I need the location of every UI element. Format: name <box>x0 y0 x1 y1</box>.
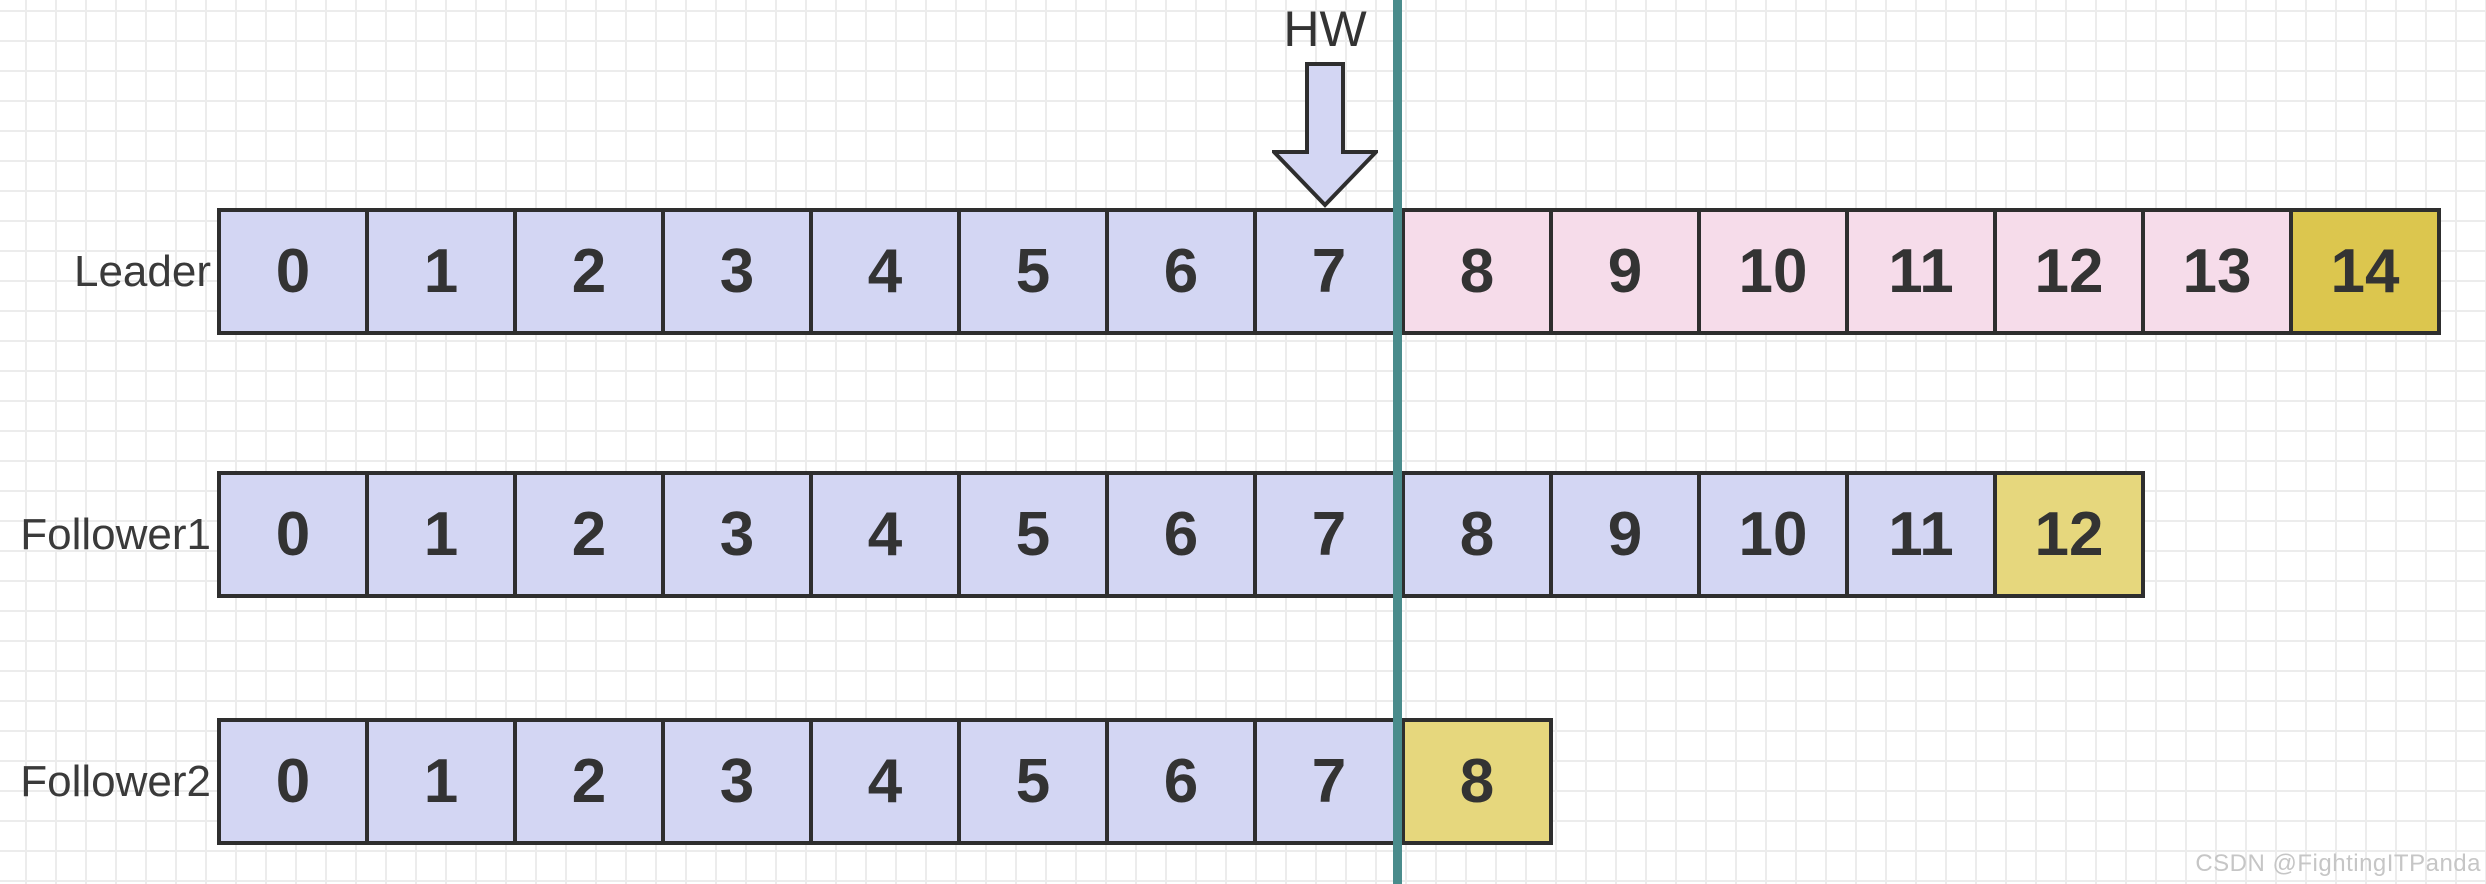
log-cell: 6 <box>1105 718 1257 845</box>
log-cell: 9 <box>1549 471 1701 598</box>
log-cell: 12 <box>1993 208 2145 335</box>
log-cell: 1 <box>365 471 517 598</box>
log-cell: 14 <box>2289 208 2441 335</box>
log-cell: 8 <box>1401 718 1553 845</box>
log-cell: 2 <box>513 471 665 598</box>
log-cell: 8 <box>1401 471 1553 598</box>
log-cell: 1 <box>365 718 517 845</box>
log-cell: 4 <box>809 208 961 335</box>
log-cell: 0 <box>217 208 369 335</box>
log-cell: 5 <box>957 471 1109 598</box>
log-cell: 6 <box>1105 208 1257 335</box>
log-cell: 6 <box>1105 471 1257 598</box>
hw-label: HW <box>1283 1 1367 57</box>
hw-down-arrow-icon <box>1272 62 1378 208</box>
log-cell: 7 <box>1253 718 1405 845</box>
row-label: Leader <box>73 246 211 296</box>
log-cell: 3 <box>661 471 813 598</box>
log-cell: 11 <box>1845 208 1997 335</box>
log-cell: 9 <box>1549 208 1701 335</box>
log-cell: 10 <box>1697 208 1849 335</box>
hw-vertical-line <box>1393 0 1402 884</box>
row-label: Follower1 <box>20 509 211 559</box>
log-cell: 7 <box>1253 471 1405 598</box>
log-cell: 5 <box>957 208 1109 335</box>
log-cell: 1 <box>365 208 517 335</box>
log-cell: 3 <box>661 208 813 335</box>
log-cell: 11 <box>1845 471 1997 598</box>
log-cell: 3 <box>661 718 813 845</box>
log-cell: 0 <box>217 718 369 845</box>
log-cell: 8 <box>1401 208 1553 335</box>
log-cell: 7 <box>1253 208 1405 335</box>
log-cell: 5 <box>957 718 1109 845</box>
log-cell: 12 <box>1993 471 2145 598</box>
log-cell: 0 <box>217 471 369 598</box>
row-label: Follower2 <box>20 756 211 806</box>
log-cell: 13 <box>2141 208 2293 335</box>
log-cell: 2 <box>513 718 665 845</box>
log-cell: 4 <box>809 718 961 845</box>
log-cell: 10 <box>1697 471 1849 598</box>
log-cell: 4 <box>809 471 961 598</box>
log-cell: 2 <box>513 208 665 335</box>
watermark: CSDN @FightingITPanda <box>2195 850 2481 877</box>
